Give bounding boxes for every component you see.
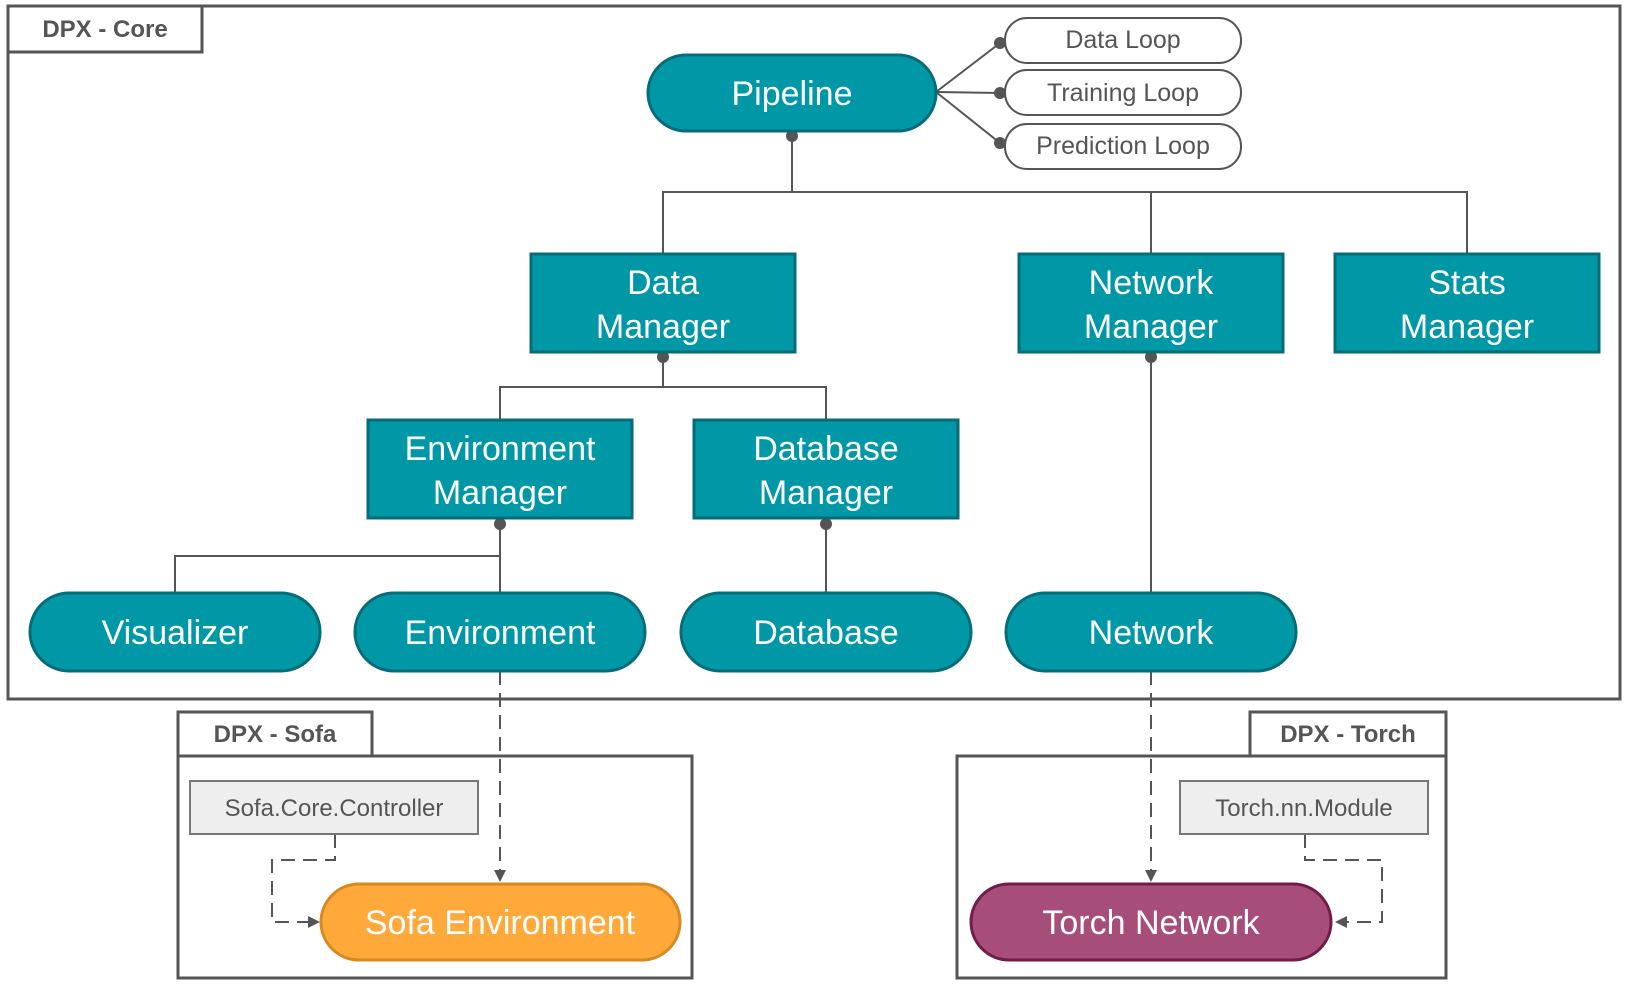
- database-manager-node[interactable]: [692, 418, 960, 520]
- network-node[interactable]: [1004, 591, 1298, 673]
- data-manager-label-line1: Data: [627, 264, 699, 302]
- torch-package-label: DPX - Torch: [1280, 721, 1416, 748]
- torch-network-label: Torch Network: [1042, 904, 1260, 942]
- connection-dots: [494, 37, 1157, 530]
- stats-manager-label-line1: Stats: [1428, 264, 1505, 302]
- torch-base-class-label: Torch.nn.Module: [1215, 795, 1392, 822]
- sofa-package-frame: [176, 754, 694, 980]
- environment-manager-label-line2: Manager: [433, 474, 567, 512]
- environment-label: Environment: [405, 614, 596, 652]
- environment-manager-label-line1: Environment: [405, 430, 596, 468]
- network-manager-label-line1: Network: [1089, 264, 1215, 302]
- torch-network-node[interactable]: [969, 882, 1333, 962]
- sofa-package-tab: [176, 710, 374, 758]
- sofa-environment-node[interactable]: [319, 882, 682, 962]
- core-package-frame: [6, 4, 1622, 701]
- database-manager-label-line1: Database: [753, 430, 899, 468]
- network-manager-node[interactable]: [1017, 252, 1285, 354]
- sofa-package-label: DPX - Sofa: [214, 721, 337, 748]
- data-manager-node[interactable]: [529, 252, 797, 354]
- training-loop-label: Training Loop: [1047, 79, 1199, 107]
- data-loop-label: Data Loop: [1065, 26, 1180, 54]
- sofa-base-class-box[interactable]: [189, 780, 479, 835]
- environment-manager-node[interactable]: [366, 418, 634, 520]
- core-package-label: DPX - Core: [42, 16, 167, 43]
- pipeline-node[interactable]: [646, 53, 938, 133]
- connectors: [174, 42, 1468, 928]
- stats-manager-label-line2: Manager: [1400, 308, 1534, 346]
- database-node[interactable]: [679, 591, 973, 673]
- sofa-environment-label: Sofa Environment: [365, 904, 636, 942]
- prediction-loop-label: Prediction Loop: [1036, 132, 1210, 160]
- torch-package-frame: [955, 754, 1448, 980]
- torch-package-tab: [1248, 710, 1448, 758]
- network-label: Network: [1089, 614, 1215, 652]
- data-loop-node[interactable]: [1004, 17, 1242, 64]
- visualizer-label: Visualizer: [102, 614, 249, 652]
- visualizer-node[interactable]: [28, 591, 322, 673]
- core-package-tab: [6, 4, 204, 54]
- network-manager-label-line2: Manager: [1084, 308, 1218, 346]
- database-label: Database: [753, 614, 899, 652]
- training-loop-node[interactable]: [1004, 69, 1242, 116]
- torch-base-class-box[interactable]: [1179, 780, 1429, 835]
- pipeline-label: Pipeline: [732, 75, 853, 113]
- prediction-loop-node[interactable]: [1004, 123, 1242, 170]
- stats-manager-node[interactable]: [1333, 252, 1601, 354]
- database-manager-label-line2: Manager: [759, 474, 893, 512]
- sofa-base-class-label: Sofa.Core.Controller: [225, 795, 444, 822]
- data-manager-label-line2: Manager: [596, 308, 730, 346]
- environment-node[interactable]: [353, 591, 647, 673]
